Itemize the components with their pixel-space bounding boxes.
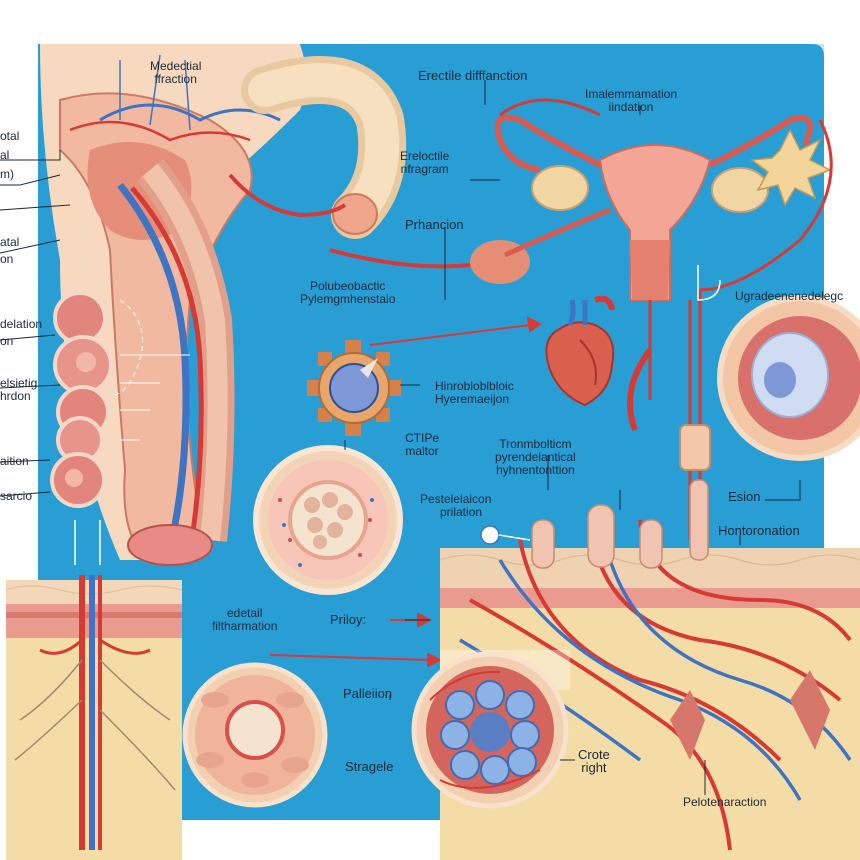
label-left-1: otal al m) — [0, 130, 19, 181]
label-medical-function-l1: Medectial — [150, 59, 202, 73]
label-hontorenation: Hontoronation — [718, 523, 800, 538]
label-left-4: elsietig hrdon — [0, 377, 37, 403]
label-inflammation-induction: Imalemmamation iindation — [585, 88, 677, 114]
label-left-1-l1: otal — [0, 129, 20, 143]
label-esion: Esion — [728, 489, 761, 504]
skin-tissue-left — [5, 575, 183, 860]
label-ctipe-l2: maltor — [405, 444, 439, 458]
label-edelal-l2: filtharmation — [212, 619, 278, 633]
label-ctipe-motor: CTIPe maltor — [405, 432, 439, 458]
label-left-3-l2: on — [0, 334, 14, 348]
label-left-4-l2: hrdon — [0, 389, 31, 403]
bottom-circle-right — [411, 651, 569, 809]
label-hemoblastic-hyperemation: Hinrobloblbloic Hyeremaeijon — [435, 380, 514, 406]
label-hemoblastic-l2: Hyeremaeijon — [435, 392, 510, 406]
label-erectile-diagram: Ereloctile nfragram — [400, 150, 449, 176]
label-pelotenaction: Pelotenaraction — [683, 795, 767, 809]
label-thrombotic-l2: pyrendelantical — [495, 450, 576, 464]
label-medical-function-l2: ffraction — [154, 72, 197, 86]
penile-anatomy — [40, 44, 407, 566]
connector — [480, 525, 531, 545]
label-phrancion: Prhancion — [405, 217, 464, 232]
label-stragele: Stragele — [345, 759, 394, 774]
label-thrombotic-l3: hyhnentonttion — [495, 463, 575, 477]
label-crote-l1: Crote — [578, 747, 610, 762]
label-upper-right: Ugradeenenedelegc — [735, 289, 844, 303]
label-polyhemoblastic: Polubeobactic Pylemgmhenstaio — [300, 280, 395, 306]
panel-leader-lines — [344, 80, 801, 795]
label-polyhemoblastic-l2: Pylemgmhenstaio — [300, 292, 396, 306]
label-petelelection-l2: prilation — [440, 505, 483, 519]
label-ctipe-l1: CTIPe — [405, 431, 440, 445]
label-inflammation-l2: iindation — [608, 100, 654, 114]
label-erectile-diagram-l1: Ereloctile — [400, 149, 450, 163]
label-erectile-dysfunction: Erectile difffanction — [418, 68, 528, 83]
label-medical-function: Medectial ffraction — [150, 60, 201, 86]
label-edelal-filamentation: edetail filtharmation — [212, 607, 277, 633]
bottom-circle-left — [182, 662, 328, 808]
label-erectile-diagram-l2: nfragram — [400, 162, 449, 176]
label-left-5: aition — [0, 454, 29, 468]
label-left-2-l1: atal — [0, 235, 20, 249]
label-thrombotic-hypertension: Tronmbolticm pyrendelantical hyhnentontt… — [495, 438, 576, 477]
label-left-1-l3: m) — [0, 167, 14, 181]
label-crote-right: Crote right — [578, 748, 610, 774]
label-left-2: atal on — [0, 236, 19, 266]
label-left-4-l1: elsietig — [0, 376, 38, 390]
label-thrombotic-l1: Tronmbolticm — [499, 437, 572, 451]
label-inflammation-l1: Imalemmamation — [585, 87, 678, 101]
label-crote-l2: right — [581, 760, 607, 775]
label-palletion: Palleiion — [343, 686, 393, 701]
label-edelal-l1: edetail — [227, 606, 263, 620]
label-left-1-l2: al — [0, 148, 10, 162]
label-polyhemoblastic-l1: Polubeobactic — [310, 279, 386, 293]
label-petelelection: Pestelelaicon prilation — [420, 493, 491, 519]
ctipe-motor-cell — [307, 340, 401, 436]
heart — [545, 295, 615, 407]
label-prioloy: Priloy: — [330, 612, 367, 627]
cross-section-circle-middle — [253, 445, 403, 595]
label-left-2-l2: on — [0, 252, 14, 266]
label-hemoblastic-l1: Hinrobloblbloic — [435, 379, 514, 393]
magnified-lumen — [717, 295, 860, 461]
left-leader-lines — [0, 150, 190, 565]
label-left-6: sarcio — [0, 489, 33, 503]
label-left-3-l1: delation — [0, 317, 43, 331]
label-left-3: delation on — [0, 318, 42, 348]
left-cell-column — [50, 291, 113, 508]
label-petelelection-l1: Pestelelaicon — [420, 492, 492, 506]
